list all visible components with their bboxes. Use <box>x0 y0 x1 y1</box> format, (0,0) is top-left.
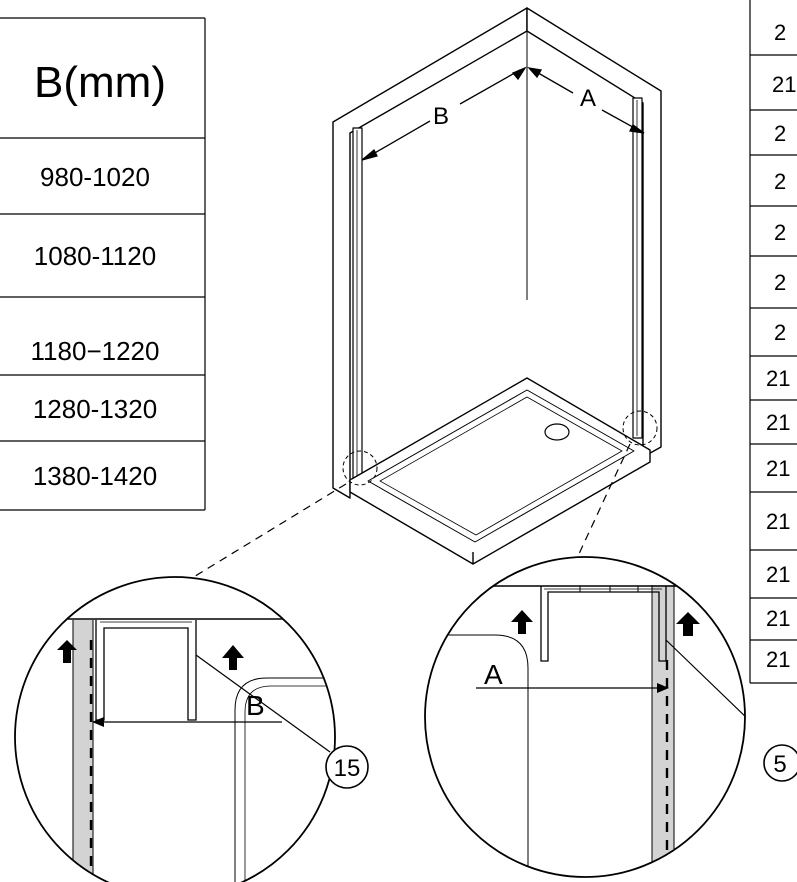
detail-dimension-a: A <box>484 659 503 690</box>
detail-dimension-b: B <box>246 690 265 721</box>
table-row: 980-1020 <box>40 162 150 192</box>
dimension-lines <box>361 66 645 161</box>
drain-icon <box>544 423 570 441</box>
part-number-15: 15 <box>334 755 361 782</box>
table-row: 2 <box>774 220 786 245</box>
arrow-up-icon <box>222 645 244 670</box>
wall-profile-right <box>632 97 643 439</box>
dimension-label-b: B <box>433 103 449 130</box>
table-row: 21 <box>766 562 790 587</box>
table-row: 21 <box>766 410 790 435</box>
detail-marker-left <box>342 450 378 486</box>
arrow-up-icon <box>676 612 700 636</box>
table-row: 21 <box>766 606 790 631</box>
dimension-label-a: A <box>580 85 596 112</box>
part-callout-15 <box>325 745 369 789</box>
right-size-table <box>749 0 797 684</box>
part-callout-5 <box>763 744 797 782</box>
leader-line-left <box>191 483 347 579</box>
left-size-table <box>0 17 206 511</box>
detail-right: A 5 <box>424 556 797 878</box>
table-row: 1080-1120 <box>34 241 156 271</box>
table-row: 21 <box>766 647 790 672</box>
table-row: 21 <box>766 456 790 481</box>
leader-line-right <box>577 443 631 557</box>
table-row: 2 <box>774 20 786 45</box>
detail-marker-right <box>622 410 658 446</box>
wall-profile-left <box>352 127 363 491</box>
table-row: 21 <box>766 509 790 534</box>
table-row: 21 <box>766 366 790 391</box>
table-row: 2 <box>774 320 786 345</box>
shower-enclosure-drawing <box>332 7 662 565</box>
table-row: 2 <box>774 169 786 194</box>
table-row: 2 <box>774 121 786 146</box>
table-header-b: B(mm) <box>34 58 166 107</box>
part-number-5: 5 <box>773 751 786 778</box>
table-row: 1280-1320 <box>33 394 157 424</box>
arrow-up-icon <box>511 610 533 634</box>
table-row: 2 <box>774 270 786 295</box>
arrow-up-icon <box>57 640 77 663</box>
table-row: 21 <box>772 72 796 97</box>
detail-left: B 15 <box>14 576 369 882</box>
table-row: 1180−1220 <box>31 336 160 366</box>
table-row: 1380-1420 <box>33 461 157 491</box>
